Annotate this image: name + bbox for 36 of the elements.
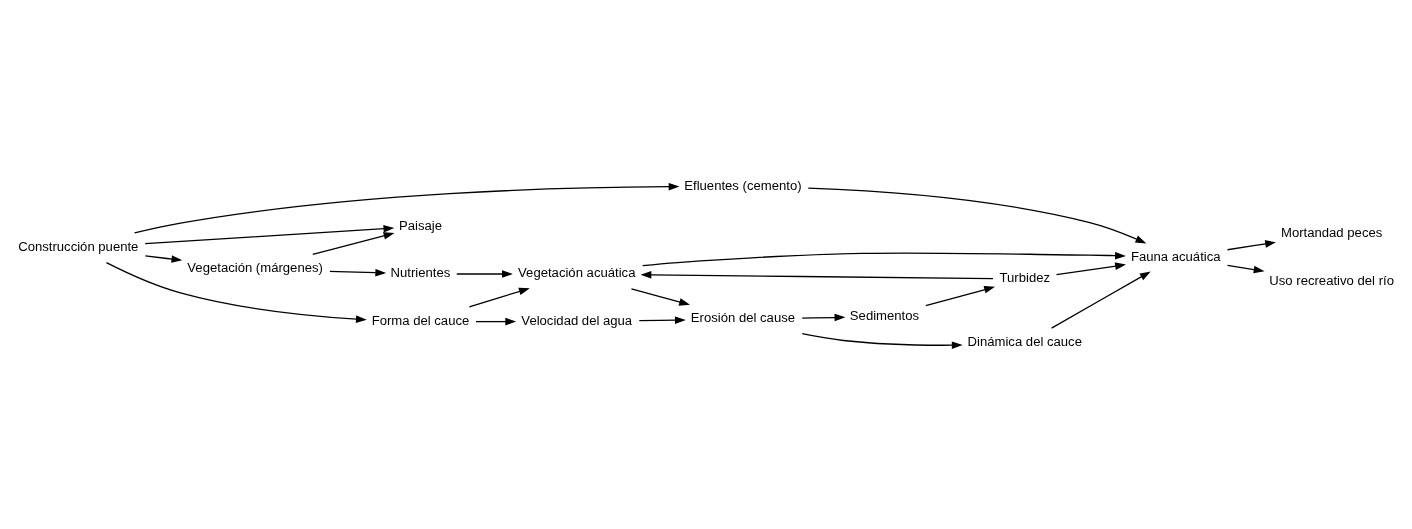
arrow: [638, 315, 686, 324]
arrow: [456, 269, 513, 278]
node-text: Sedimentos: [849, 307, 920, 323]
node-text: Fauna acuática: [1130, 248, 1221, 264]
arrow: [105, 261, 367, 323]
arrow: [630, 287, 691, 306]
node-text: Mortandad peces: [1280, 224, 1383, 240]
node-text: Efluentes (cemento): [684, 177, 802, 193]
arrow: [133, 182, 680, 234]
arrow: [801, 313, 846, 321]
node-text: Vegetación (márgenes): [187, 259, 323, 275]
arrow: [801, 332, 963, 349]
node-text: Construcción puente: [18, 238, 139, 254]
node-text: Dinámica del cauce: [967, 333, 1082, 349]
node-text: Nutrientes: [390, 264, 451, 280]
arrow: [925, 285, 996, 306]
arrow: [312, 231, 395, 255]
arrow: [144, 254, 183, 263]
arrow: [1226, 239, 1277, 250]
arrow: [144, 224, 395, 244]
arrow: [640, 270, 994, 279]
arrow: [807, 187, 1147, 243]
arrow: [475, 317, 517, 325]
arrow: [642, 251, 1126, 266]
node-text: Vegetación acuática: [518, 264, 636, 280]
node-text: Velocidad del agua: [521, 312, 633, 328]
node-text: Paisaje: [398, 217, 442, 233]
node-text: Uso recreativo del río: [1269, 272, 1394, 288]
node-text: Erosión del cause: [690, 309, 796, 325]
node-text: Forma del cauce: [371, 312, 470, 328]
arrow: [1050, 270, 1151, 329]
arrow: [1226, 264, 1265, 273]
arrow: [1055, 261, 1126, 275]
arrow: [329, 268, 387, 276]
node-text: Turbidez: [999, 269, 1051, 285]
arrow: [468, 287, 530, 307]
